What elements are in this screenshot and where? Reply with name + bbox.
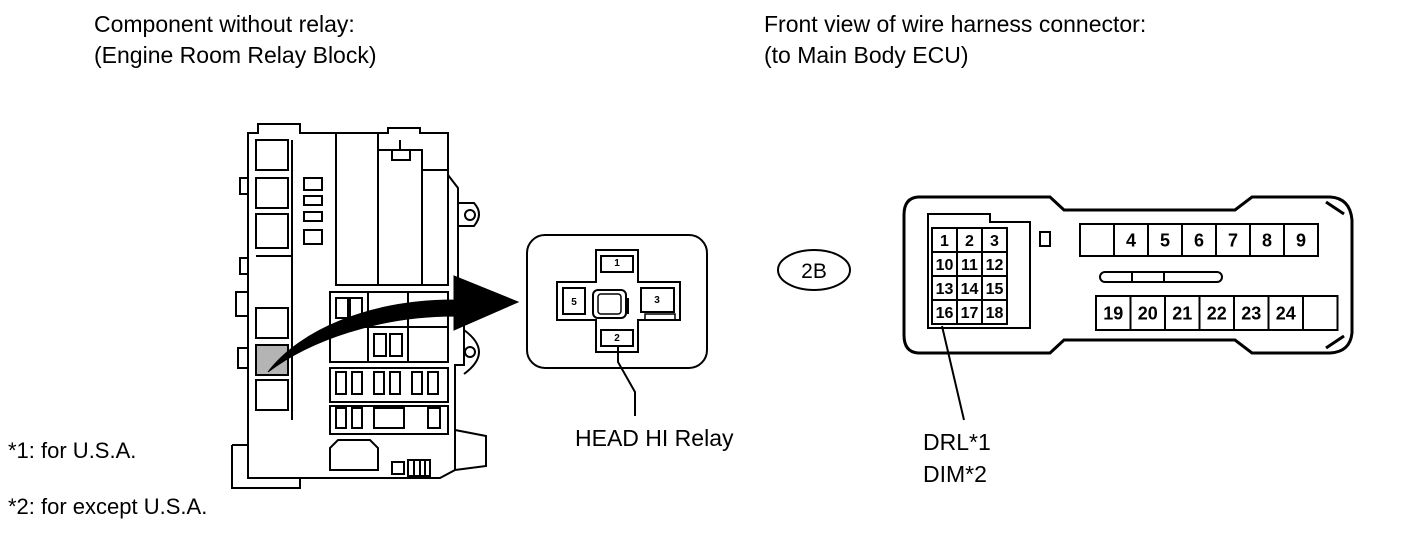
pin-1: 1 [940,233,949,250]
relay-label: HEAD HI Relay [575,425,734,451]
pin-empty-bottom-cavity [1302,295,1339,331]
connector-inner-details [927,213,1223,329]
pin-23: 23 [1241,303,1261,323]
engine-room-relay-block [231,123,487,489]
footnote-2: *2: for except U.S.A. [8,494,208,519]
pin-4: 4 [1126,230,1136,250]
connector-bottom-pin-row: 19 20 21 22 23 24 [1095,295,1339,331]
pin-19: 19 [1103,303,1123,323]
pin-14: 14 [961,281,979,298]
pin-6: 6 [1194,230,1204,250]
pin-24: 24 [1276,303,1296,323]
pin-18-cavity [981,299,1008,325]
pin-8: 8 [1262,230,1272,250]
left-heading-line1: Component without relay: [94,11,355,37]
pin-label-drl: DRL*1 [923,429,991,455]
pin-10: 10 [936,257,954,274]
pin-3: 3 [990,233,999,250]
pin-9-cavity [1283,223,1319,257]
pin-15: 15 [986,281,1004,298]
connector-top-pin-row: 4 5 6 7 8 9 [1079,223,1319,257]
wire-harness-connector [902,195,1354,355]
connector-code-badge [777,249,851,291]
relay-terminal-5: 5 [571,297,577,308]
left-heading: Component without relay: (Engine Room Re… [94,9,377,71]
relay-leader-line [617,346,636,416]
pin-7: 7 [1228,230,1238,250]
pin-17: 17 [961,305,979,322]
pin-11: 11 [961,257,978,274]
pin-21: 21 [1172,303,1192,323]
head-hi-relay-detail [526,234,708,369]
pin-empty-top-cavity [1079,223,1115,257]
relay-terminal-3: 3 [654,295,660,306]
pin-13: 13 [936,281,954,298]
pin-12: 12 [986,257,1004,274]
pin-22: 22 [1207,303,1227,323]
pin-leader-line [941,325,965,421]
right-heading: Front view of wire harness connector: (t… [764,9,1146,71]
pointing-arrow-icon [267,275,520,373]
pin-16: 16 [936,305,954,322]
connector-code: 2B [801,260,827,283]
pin-2: 2 [965,233,974,250]
pin-9: 9 [1296,230,1306,250]
relay-terminal-1: 1 [614,258,620,269]
footnote-1: *1: for U.S.A. [8,438,137,463]
pin-5: 5 [1160,230,1170,250]
relay-terminal-2: 2 [614,333,620,344]
pin-label-dim: DIM*2 [923,461,987,487]
pin-20: 20 [1138,303,1158,323]
right-heading-line2: (to Main Body ECU) [764,42,969,68]
pin-18: 18 [986,305,1004,322]
right-heading-line1: Front view of wire harness connector: [764,11,1147,37]
left-heading-line2: (Engine Room Relay Block) [94,42,377,68]
